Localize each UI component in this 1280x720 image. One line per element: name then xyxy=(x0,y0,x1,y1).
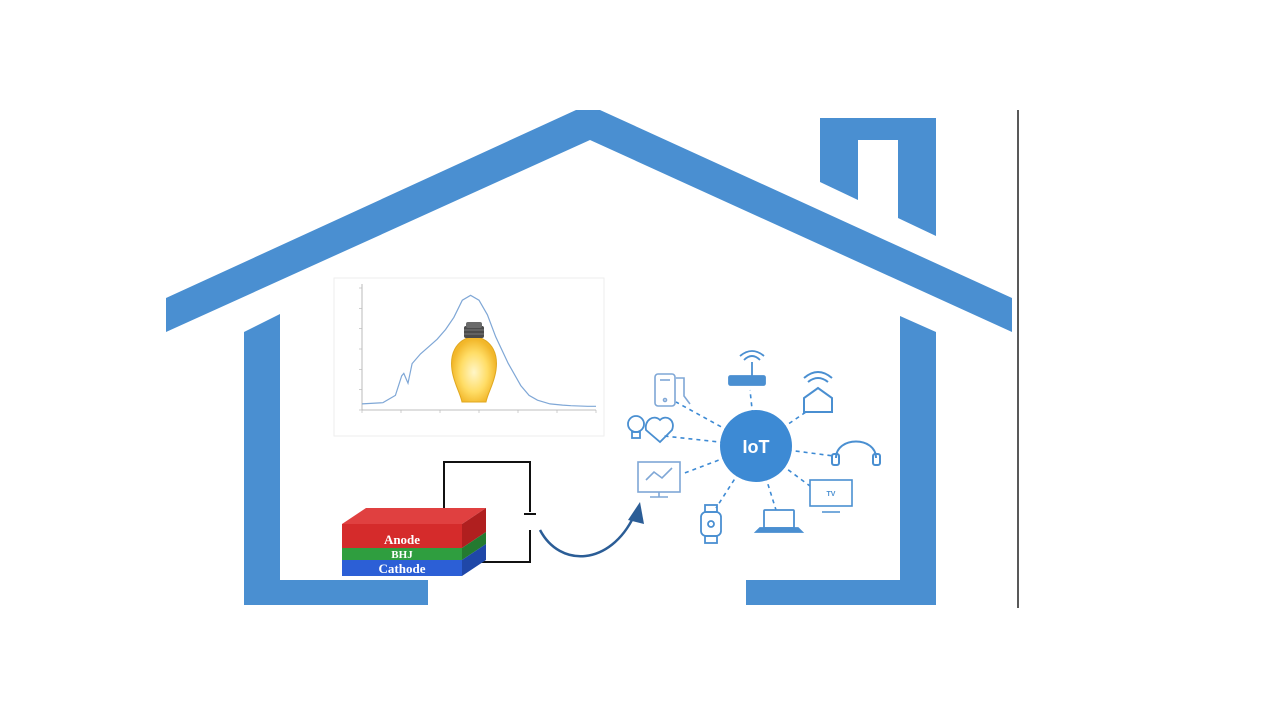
iot-spoke xyxy=(755,445,835,457)
laptop-icon xyxy=(753,509,805,533)
smartphone-icon xyxy=(654,373,691,407)
smart-bulb-icon xyxy=(627,415,674,444)
solar-cell-stack: Anode BHJ Cathode xyxy=(342,508,486,576)
cathode-layer xyxy=(342,560,462,576)
cathode-side-face xyxy=(462,544,486,576)
smartwatch-icon xyxy=(700,504,722,544)
house-right-wall xyxy=(746,316,936,605)
spectrum-ticks xyxy=(359,287,597,413)
bhj-label: BHJ xyxy=(391,549,413,561)
monitor-icon xyxy=(637,461,681,498)
house-roof xyxy=(166,110,1012,332)
spectrum-curve xyxy=(361,294,596,407)
smart-home-icon xyxy=(803,371,833,413)
anode-side-face xyxy=(462,508,486,548)
tv-label: TV xyxy=(827,491,836,498)
anode-label: Anode xyxy=(384,532,420,547)
iot-hub-label: IoT xyxy=(743,437,770,457)
anode-top-face xyxy=(342,508,486,524)
bhj-side-face xyxy=(462,532,486,560)
curved-arrow xyxy=(538,515,636,558)
anode-layer xyxy=(342,524,462,548)
house-chimney xyxy=(820,118,936,236)
headphones-icon xyxy=(831,440,881,466)
iot-hub xyxy=(720,410,792,482)
house-left-wall xyxy=(244,314,428,605)
circuit-top-wire xyxy=(443,461,531,512)
iot-network: IoT xyxy=(627,350,881,544)
circuit-wires xyxy=(443,461,536,563)
energy-arrow xyxy=(538,502,644,558)
house-outline xyxy=(166,110,1012,605)
router-icon xyxy=(728,350,766,386)
light-bulb-icon xyxy=(451,322,497,403)
circuit-bottom-wire xyxy=(460,530,531,563)
arrow-head-icon xyxy=(628,502,644,524)
spectrum-plot-panel xyxy=(333,277,605,437)
tv-icon: TV xyxy=(809,479,853,513)
cathode-label: Cathode xyxy=(379,561,426,576)
iot-spoke xyxy=(681,445,757,475)
bhj-layer xyxy=(342,548,462,560)
